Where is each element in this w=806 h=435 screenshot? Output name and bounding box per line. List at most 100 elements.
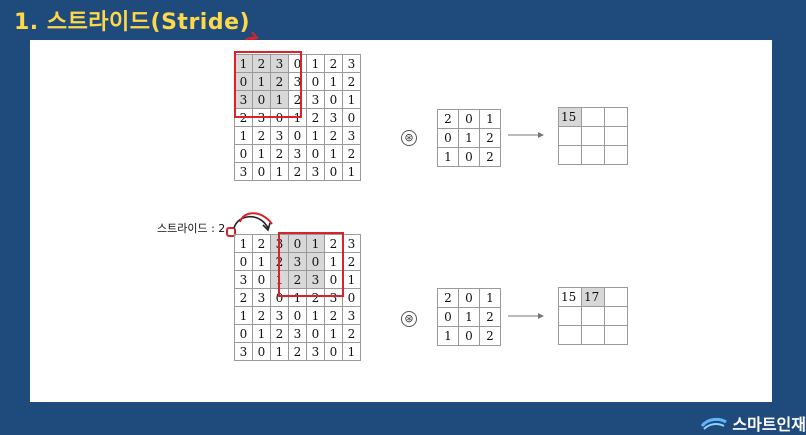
matrix-cell: 1 <box>324 144 343 163</box>
kernel-cell: 2 <box>437 109 459 129</box>
matrix-cell: 0 <box>252 162 271 181</box>
matrix-cell: 0 <box>234 324 253 343</box>
matrix-cell: 2 <box>288 162 307 181</box>
matrix-cell: 3 <box>288 252 307 271</box>
matrix-cell: 2 <box>270 72 289 91</box>
matrix-cell: 3 <box>234 162 253 181</box>
matrix-cell: 2 <box>342 324 361 343</box>
output-cell <box>604 126 628 146</box>
matrix-cell: 1 <box>252 324 271 343</box>
matrix-cell: 2 <box>288 342 307 361</box>
matrix-cell: 3 <box>234 342 253 361</box>
convolution-operator: ⊛ <box>401 311 417 327</box>
matrix-cell: 3 <box>234 270 253 289</box>
matrix-cell: 0 <box>234 144 253 163</box>
highlight-box-step2 <box>278 232 344 297</box>
matrix-cell: 0 <box>234 252 253 271</box>
matrix-cell: 1 <box>324 324 343 343</box>
matrix-cell: 0 <box>342 288 361 307</box>
kernel-cell: 2 <box>479 128 501 148</box>
output-cell <box>604 107 628 127</box>
brand-logo-text: 스마트인재 <box>732 415 806 434</box>
output-cell <box>558 325 582 345</box>
matrix-cell: 0 <box>306 72 325 91</box>
matrix-cell: 2 <box>270 144 289 163</box>
matrix-cell: 3 <box>342 234 361 253</box>
matrix-cell: 2 <box>252 306 271 325</box>
matrix-cell: 1 <box>252 144 271 163</box>
stride-jump-arrow-icon <box>226 212 273 237</box>
matrix-cell: 2 <box>252 234 271 253</box>
matrix-cell: 1 <box>342 342 361 361</box>
arrow-right-icon <box>508 132 544 138</box>
matrix-cell: 3 <box>288 324 307 343</box>
matrix-cell: 2 <box>252 126 271 145</box>
matrix-cell: 3 <box>288 144 307 163</box>
output-cell <box>604 306 628 326</box>
matrix-cell: 1 <box>234 126 253 145</box>
matrix-cell: 1 <box>234 234 253 253</box>
kernel-cell: 1 <box>458 128 480 148</box>
matrix-cell: 3 <box>252 288 271 307</box>
output-cell <box>581 306 605 326</box>
matrix-cell: 1 <box>270 90 289 109</box>
output-cell <box>581 145 605 165</box>
matrix-cell: 1 <box>252 252 271 271</box>
matrix-cell: 3 <box>306 162 325 181</box>
matrix-cell: 2 <box>252 54 271 73</box>
kernel-cell: 1 <box>437 326 459 346</box>
matrix-cell: 2 <box>324 306 343 325</box>
output-cell <box>581 126 605 146</box>
matrix-cell: 2 <box>306 108 325 127</box>
output-cell <box>558 145 582 165</box>
matrix-cell: 0 <box>252 342 271 361</box>
matrix-cell: 0 <box>288 306 307 325</box>
matrix-cell: 2 <box>234 288 253 307</box>
matrix-cell: 3 <box>306 342 325 361</box>
matrix-cell: 2 <box>270 324 289 343</box>
matrix-cell: 1 <box>234 306 253 325</box>
kernel-cell: 0 <box>458 288 480 308</box>
matrix-cell: 0 <box>342 108 361 127</box>
matrix-cell: 0 <box>252 90 271 109</box>
matrix-cell: 3 <box>324 108 343 127</box>
matrix-cell: 0 <box>306 252 325 271</box>
kernel-cell: 0 <box>437 307 459 327</box>
matrix-cell: 0 <box>324 162 343 181</box>
matrix-cell: 0 <box>252 270 271 289</box>
matrix-cell: 1 <box>270 162 289 181</box>
matrix-cell: 0 <box>324 90 343 109</box>
output-cell <box>558 126 582 146</box>
matrix-cell: 1 <box>342 90 361 109</box>
output-cell <box>558 306 582 326</box>
matrix-cell: 2 <box>342 252 361 271</box>
output-cell <box>581 107 605 127</box>
kernel-cell: 0 <box>458 109 480 129</box>
matrix-cell: 1 <box>306 306 325 325</box>
matrix-cell: 3 <box>342 126 361 145</box>
matrix-cell: 3 <box>306 270 325 289</box>
kernel-cell: 2 <box>479 307 501 327</box>
matrix-cell: 1 <box>306 126 325 145</box>
kernel-cell: 1 <box>479 288 501 308</box>
output-cell: 17 <box>581 287 605 307</box>
matrix-cell: 3 <box>270 126 289 145</box>
matrix-cell: 2 <box>324 126 343 145</box>
kernel-cell: 1 <box>458 307 480 327</box>
matrix-cell: 3 <box>270 306 289 325</box>
content-panel <box>30 40 772 402</box>
kernel-cell: 2 <box>437 288 459 308</box>
matrix-cell: 1 <box>270 342 289 361</box>
kernel-cell: 0 <box>458 147 480 167</box>
output-cell <box>604 287 628 307</box>
arrow-right-icon <box>508 313 544 319</box>
matrix-cell: 2 <box>342 144 361 163</box>
kernel-cell: 1 <box>479 109 501 129</box>
kernel-cell: 0 <box>458 326 480 346</box>
output-cell <box>604 325 628 345</box>
